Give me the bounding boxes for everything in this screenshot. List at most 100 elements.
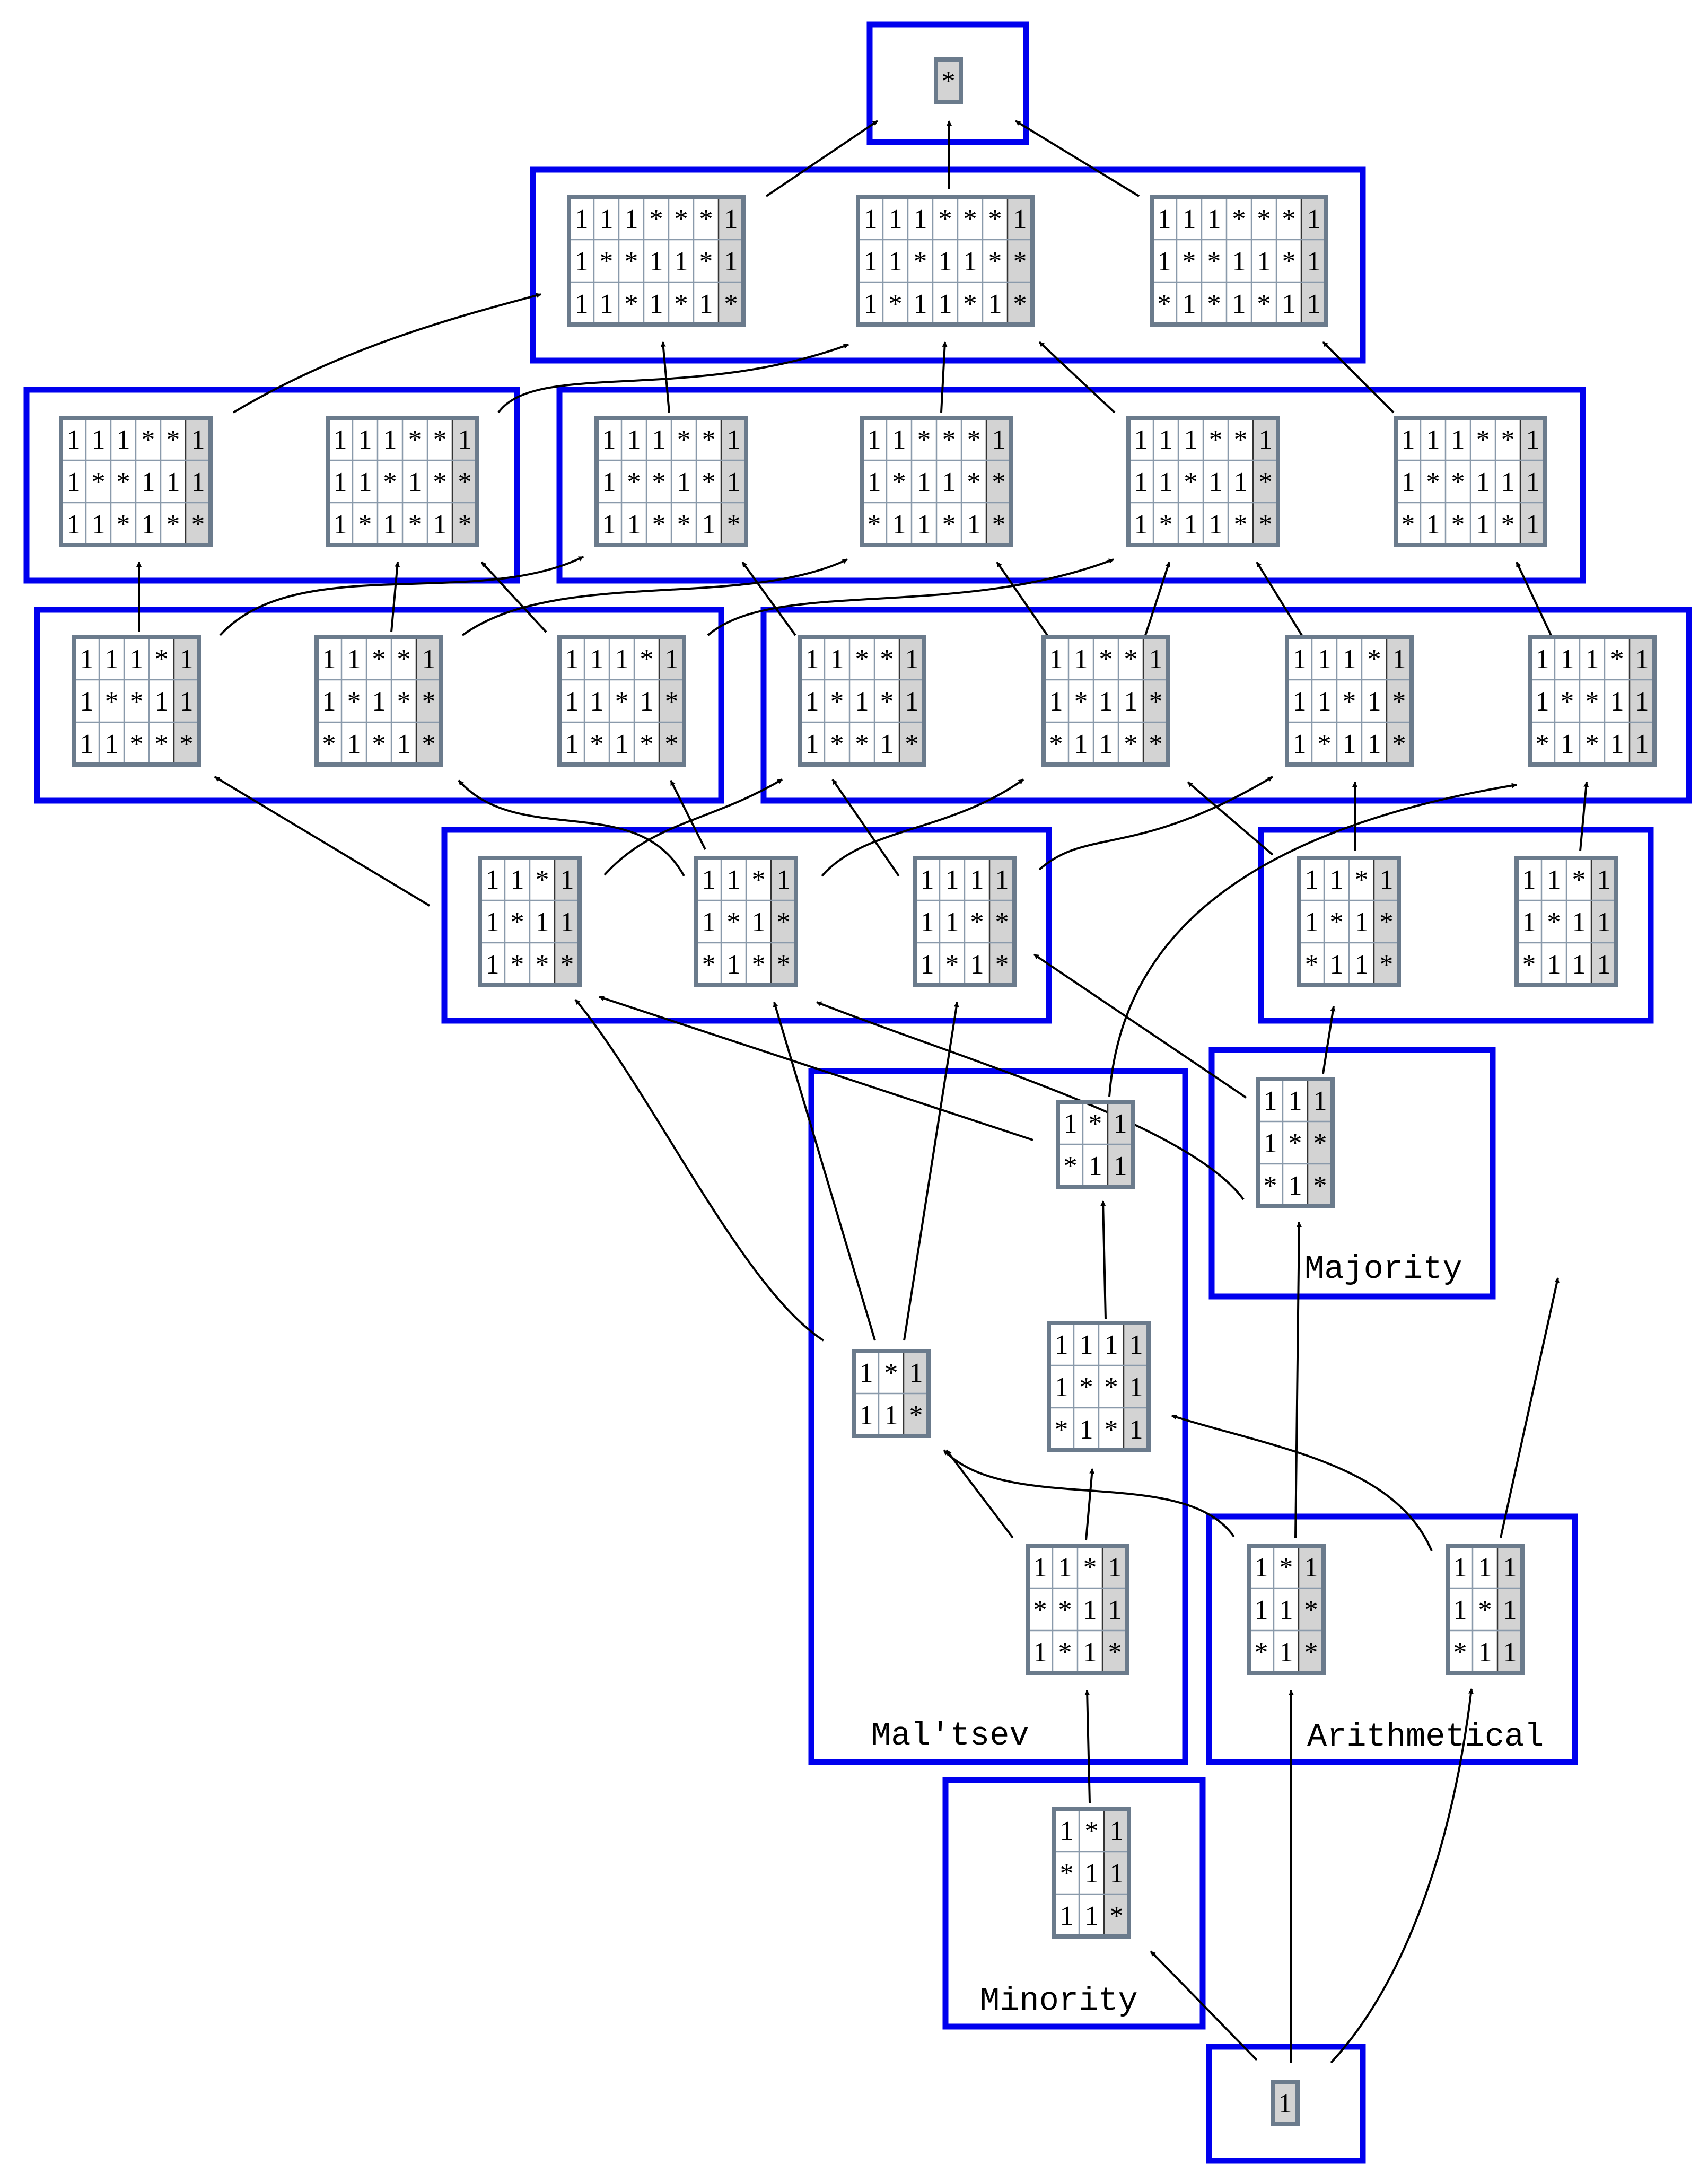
matrix-cell: 1	[1307, 289, 1321, 319]
matrix-cell: 1	[1129, 1415, 1143, 1445]
matrix-cell: 1	[1547, 950, 1561, 980]
matrix-cell: 1	[1536, 687, 1549, 717]
matrix-cell: *	[1207, 289, 1221, 319]
matrix-cell: 1	[1561, 644, 1574, 674]
matrix-cell: 1	[892, 510, 906, 540]
matrix-cell: 1	[1049, 687, 1063, 717]
matrix-cell: 1	[889, 204, 903, 234]
matrix-cell: *	[880, 644, 894, 674]
matrix-cell: 1	[1305, 865, 1319, 895]
edge-arrow	[219, 556, 584, 636]
matrix-frame	[1126, 416, 1280, 547]
matrix-frame	[860, 416, 1013, 547]
matrix-cell: 1	[1318, 687, 1332, 717]
matrix-cell: 1	[1307, 204, 1321, 234]
matrix-frame	[1446, 1544, 1525, 1675]
matrix-cell: *	[699, 204, 713, 234]
matrix-last-column	[986, 418, 1011, 545]
matrix-cell: 1	[67, 425, 81, 455]
matrix-cell: *	[942, 510, 956, 540]
matrix-cell: 1	[1232, 247, 1246, 277]
matrix-cell: *	[1536, 729, 1549, 759]
matrix-cell: 1	[1392, 644, 1406, 674]
matrix-cell: 1	[1257, 247, 1271, 277]
matrix-frame	[852, 1349, 931, 1438]
matrix-cell: 1	[1305, 907, 1319, 937]
matrix-cell: 1	[1503, 1595, 1517, 1625]
matrix-cell: 1	[1264, 1086, 1277, 1116]
matrix-cell: 1	[805, 644, 819, 674]
matrix-cell: *	[942, 425, 956, 455]
matrix-cell: *	[1124, 729, 1138, 759]
matrix-cell: 1	[1134, 510, 1148, 540]
matrix-cell: 1	[1522, 907, 1536, 937]
matrix-cell: *	[640, 644, 654, 674]
matrix-cell: 1	[458, 425, 472, 455]
matrix-cell: *	[884, 1358, 898, 1388]
matrix-cell: 1	[864, 247, 878, 277]
matrix-cell: 1	[1293, 687, 1307, 717]
matrix-cell: 1	[970, 950, 984, 980]
matrix-cell: 1	[1280, 1637, 1293, 1668]
matrix-cell: *	[1313, 1128, 1327, 1159]
matrix-frame	[1026, 1544, 1129, 1675]
matrix-cell: *	[590, 729, 604, 759]
matrix-cell: *	[1547, 907, 1561, 937]
matrix-cell: 1	[180, 687, 194, 717]
matrix-cell: 1	[1033, 1553, 1047, 1583]
matrix-cell: *	[677, 425, 691, 455]
matrix-cell: 1	[1110, 1816, 1124, 1846]
matrix-frame	[314, 635, 443, 767]
matrix-cell: 1	[575, 247, 589, 277]
matrix-cell: 1	[702, 510, 716, 540]
matrix-cell: 1	[914, 289, 927, 319]
matrix-frame	[798, 635, 926, 767]
matrix-cell: *	[1099, 644, 1113, 674]
matrix-cell: 1	[565, 729, 579, 759]
matrix-cell: 1	[1280, 1595, 1293, 1625]
matrix-cell: *	[536, 865, 549, 895]
matrix-cell: *	[458, 510, 472, 540]
matrix-cell: 1	[1453, 1553, 1467, 1583]
matrix-cell: *	[699, 247, 713, 277]
matrix-cell: 1	[805, 687, 819, 717]
matrix-cell: *	[422, 729, 436, 759]
matrix-cell: 1	[602, 425, 616, 455]
matrix-cell: *	[970, 907, 984, 937]
matrix-frame	[1528, 635, 1657, 767]
matrix-last-column	[1008, 197, 1032, 325]
matrix-last-column	[1273, 2082, 1298, 2124]
matrix-cell: *	[1149, 687, 1163, 717]
matrix-cell: *	[995, 950, 1009, 980]
matrix-cell: 1	[92, 425, 106, 455]
matrix-cell: 1	[1453, 1595, 1467, 1625]
matrix-cell: *	[422, 687, 436, 717]
matrix-cell: 1	[967, 510, 981, 540]
matrix-cell: *	[1255, 1637, 1268, 1668]
matrix-last-column	[1102, 1546, 1127, 1673]
matrix-cell: 1	[560, 865, 574, 895]
matrix-cell: 1	[1478, 1637, 1492, 1668]
matrix-cell: *	[1257, 289, 1271, 319]
matrix-cell: *	[1586, 729, 1599, 759]
matrix-cell: *	[1305, 950, 1319, 980]
matrix-cell: *	[1183, 247, 1196, 277]
matrix-top: *	[934, 57, 963, 104]
matrix-cell: *	[511, 950, 524, 980]
matrix-cell: 1	[1522, 865, 1536, 895]
matrix-cell: *	[1380, 950, 1394, 980]
edge-arrow	[1256, 561, 1303, 636]
matrix-cell: 1	[1259, 425, 1273, 455]
matrix-cell: *	[777, 950, 791, 980]
matrix-cell: 1	[1158, 204, 1171, 234]
matrix-cell: *	[167, 425, 180, 455]
matrix-cell: 1	[964, 247, 977, 277]
matrix-cell: 1	[347, 729, 361, 759]
matrix-cell: 1	[1099, 687, 1113, 717]
matrix-cell: 1	[130, 644, 144, 674]
matrix-cell: *	[1368, 644, 1381, 674]
